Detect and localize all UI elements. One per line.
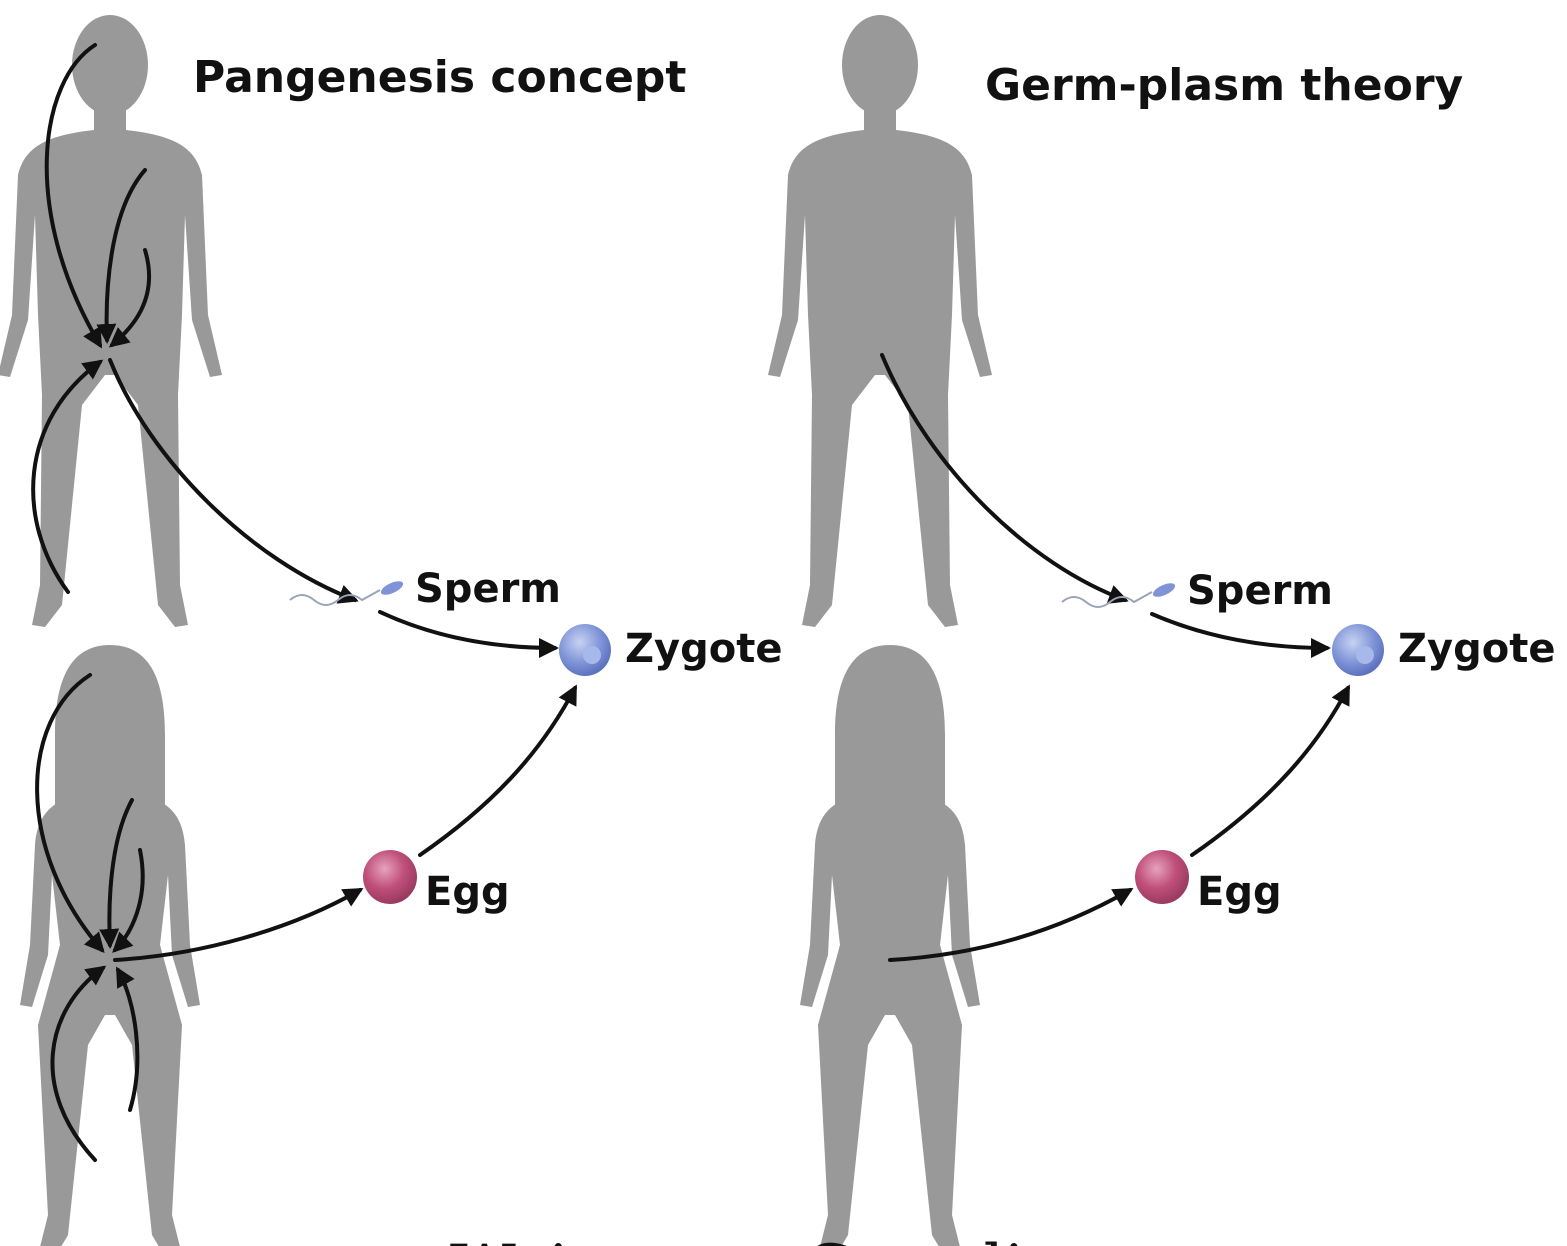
egg-cell — [1135, 850, 1189, 904]
sperm-to-zygote-arrow — [1152, 614, 1327, 648]
germ-plasm-panel: Germ-plasm theory Sperm Zygote Egg — [768, 15, 1555, 1246]
female-figure — [800, 645, 980, 1246]
egg-label: Egg — [1197, 869, 1282, 915]
sperm-cell — [290, 578, 405, 605]
pangenesis-panel: Pangenesis concept Sperm — [0, 15, 782, 1246]
panel-title: Germ-plasm theory — [985, 60, 1463, 111]
caption: Weismann Germline — [450, 1232, 1104, 1246]
zygote-cell — [1332, 624, 1384, 676]
zygote-cell — [559, 624, 611, 676]
egg-label: Egg — [425, 869, 510, 915]
panel-title: Pangenesis concept — [193, 52, 686, 103]
egg-cell — [363, 850, 417, 904]
zygote-label: Zygote — [625, 626, 782, 672]
sperm-cell — [1062, 580, 1177, 607]
zygote-label: Zygote — [1398, 626, 1555, 672]
male-figure — [768, 15, 992, 627]
male-figure — [0, 15, 222, 627]
sperm-label: Sperm — [1187, 568, 1333, 614]
sperm-to-zygote-arrow — [380, 612, 555, 648]
sperm-label: Sperm — [415, 566, 561, 612]
egg-to-zygote-arrow — [1192, 688, 1348, 855]
egg-to-zygote-arrow — [420, 688, 575, 855]
